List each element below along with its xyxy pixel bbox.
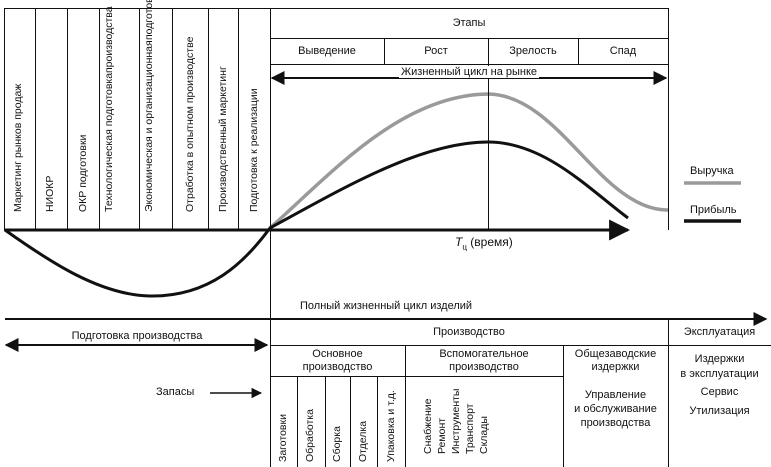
aux-transport: Транспорт — [464, 403, 476, 455]
prep-stage-marketing: Маркетинг рынков продаж — [12, 83, 24, 212]
stages-header: Этапы — [452, 17, 486, 29]
market-cycle-label: Жизненный цикл на рынке — [398, 66, 540, 78]
aux-tools: Инструменты — [450, 388, 462, 454]
phase-operation: Эксплуатация — [683, 326, 756, 338]
phase-production: Производство — [433, 326, 505, 338]
prep-stage-niokr: НИОКР — [44, 175, 56, 212]
prep-stage-production-marketing: Производственный маркетинг — [217, 66, 229, 212]
op-assembly: Сборка — [331, 426, 343, 462]
prep-stage-okr: ОКР подготовки — [77, 134, 89, 212]
op-processing: Обработка — [304, 409, 316, 462]
aux-supply: Снабжение — [422, 398, 434, 454]
profit-curve — [4, 140, 629, 298]
time-axis-label: Tц (время) — [455, 235, 513, 252]
stage-decline: Спад — [609, 45, 637, 57]
op-finishing: Отделка — [357, 420, 369, 462]
stage-introduction: Выведение — [298, 45, 356, 57]
stage-growth: Рост — [424, 45, 448, 57]
prep-stage-technological: Технологическая подготовкапроизводства — [103, 6, 115, 212]
legend-profit-label: Прибыль — [690, 204, 737, 216]
aux-repair: Ремонт — [436, 417, 448, 454]
prep-stage-economic: Экономическая и организационнаяподготовк… — [143, 0, 155, 212]
aux-warehouses: Склады — [478, 416, 490, 454]
op-blanks: Заготовки — [277, 414, 289, 462]
phase-preparation: Подготовка производства — [71, 330, 203, 342]
stocks-label: Запасы — [156, 386, 195, 398]
legend-revenue-label: Выручка — [690, 165, 734, 177]
op-packaging: Упаковка и т.д. — [385, 390, 397, 462]
full-cycle-label: Полный жизненный цикл изделий — [300, 300, 473, 312]
stage-maturity: Зрелость — [509, 45, 557, 57]
prep-stage-sales-preparation: Подготовка к реализации — [248, 88, 260, 212]
revenue-curve — [268, 92, 669, 230]
prep-stage-pilot: Отработка в опытном производстве — [184, 36, 196, 212]
